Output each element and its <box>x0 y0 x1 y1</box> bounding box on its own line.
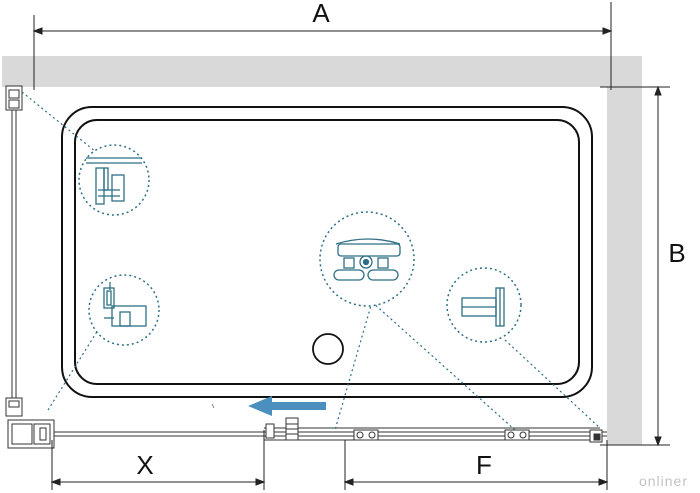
top-wall <box>2 56 642 87</box>
slide-direction-arrow <box>248 396 326 416</box>
small-mark <box>211 403 215 409</box>
door-rollers <box>265 417 603 443</box>
callout-roller-carriage-detail <box>319 211 415 307</box>
tray-outer <box>61 106 593 398</box>
left-side-panel <box>5 85 23 417</box>
dimension-b-label: B <box>668 238 685 268</box>
dimension-x-label: X <box>136 450 153 480</box>
dimension-f <box>343 440 609 490</box>
corner-profile <box>7 419 55 449</box>
watermark: onliner <box>638 473 688 489</box>
dimension-a <box>32 2 613 90</box>
leader-lines <box>21 91 601 431</box>
drain <box>312 333 344 365</box>
dimension-b <box>600 85 670 447</box>
callout-glass-clamp-detail <box>446 267 522 343</box>
dimension-a-label: A <box>312 0 330 28</box>
callout-wall-profile-detail <box>88 274 160 346</box>
dimension-f-label: F <box>476 450 492 480</box>
right-wall <box>607 56 642 445</box>
dimension-x <box>50 430 266 490</box>
callout-corner-profile-detail <box>78 144 150 216</box>
tray-inner <box>74 119 580 385</box>
